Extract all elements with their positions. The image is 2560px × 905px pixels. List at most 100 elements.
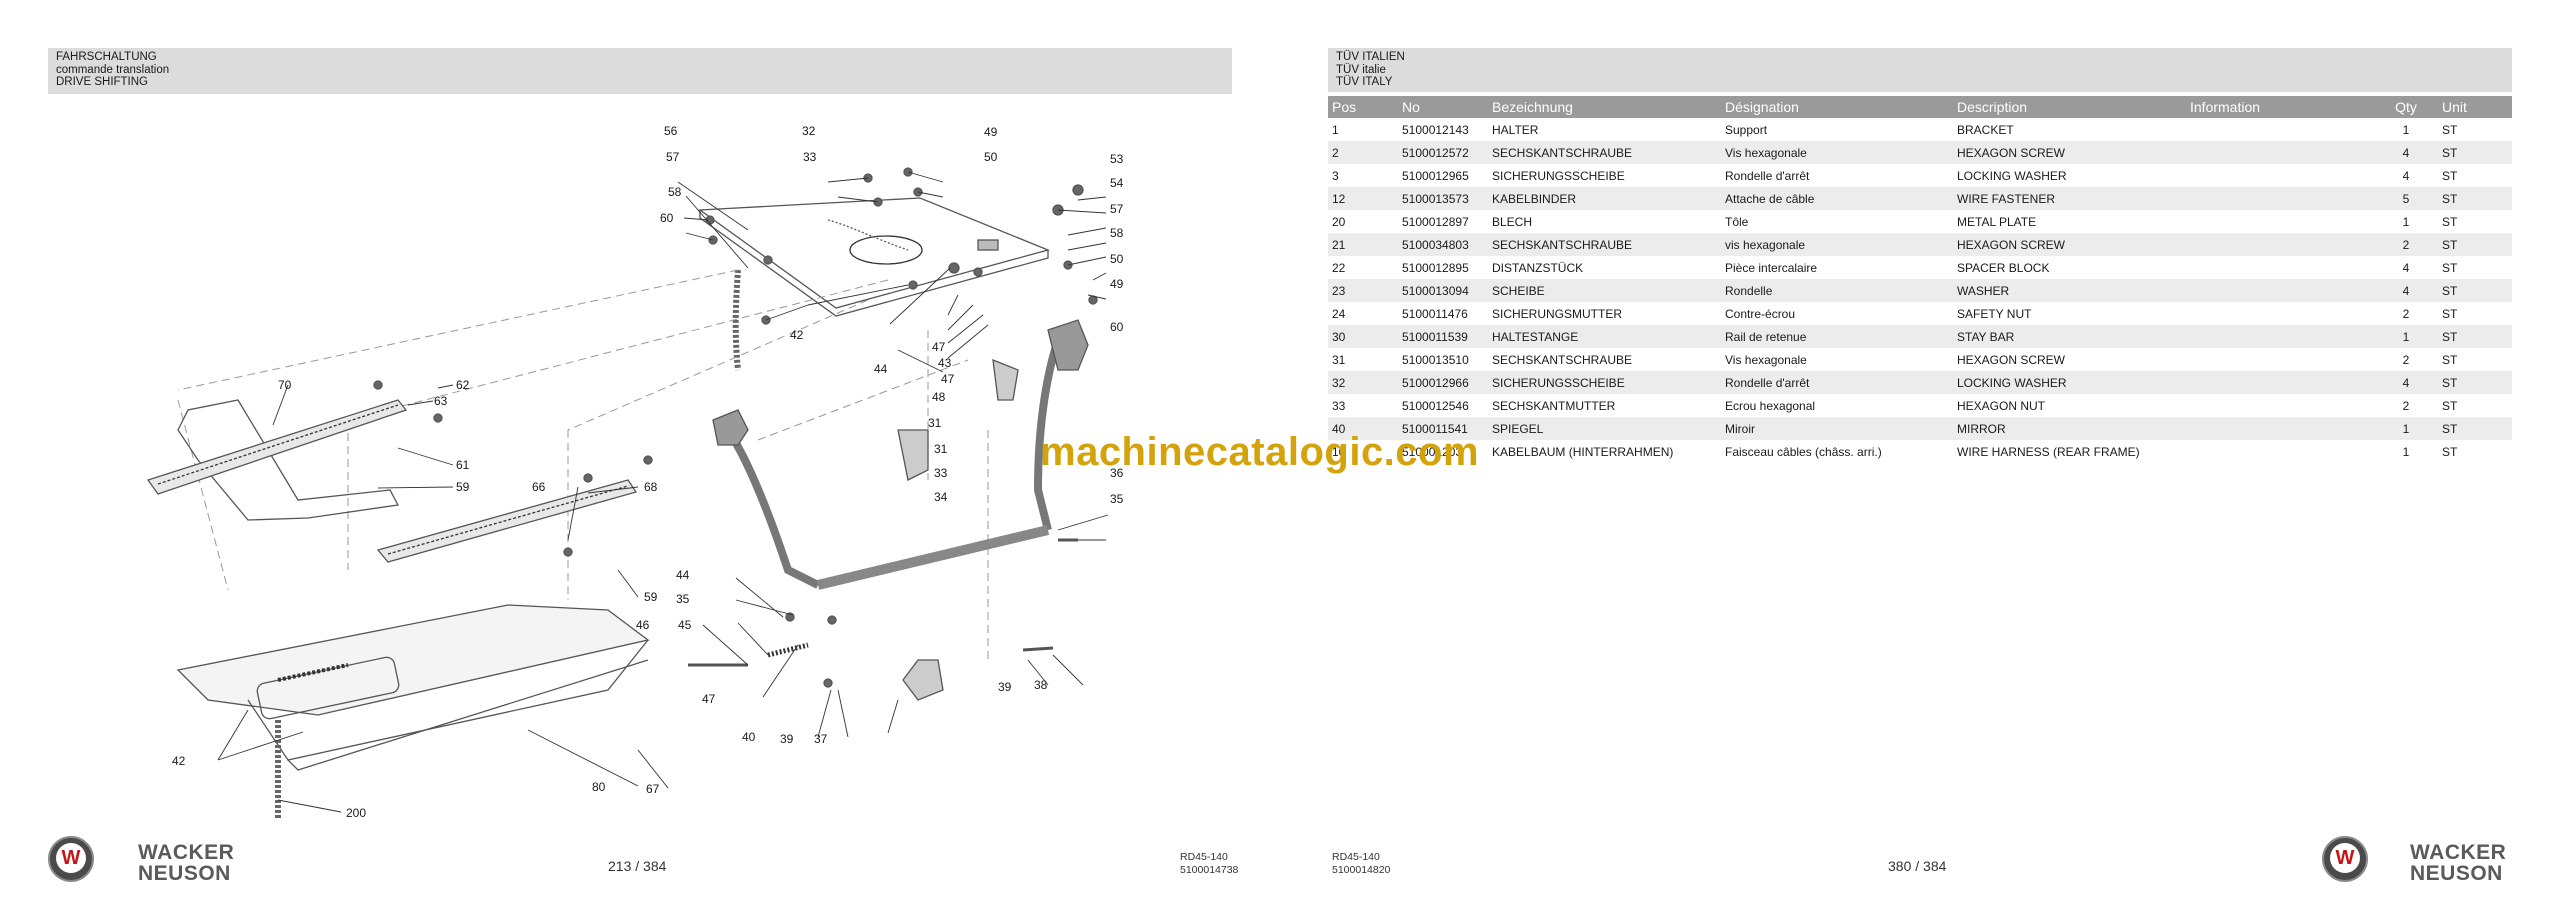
cell-name-fr: Rondelle bbox=[1721, 279, 1953, 302]
callout: 200 bbox=[346, 806, 367, 820]
section-title-bar: FAHRSCHALTUNG commande translation DRIVE… bbox=[48, 48, 1232, 94]
cell-name-fr: Miroir bbox=[1721, 417, 1953, 440]
callout: 47 bbox=[941, 372, 955, 386]
cell-name-en: WASHER bbox=[1953, 279, 2186, 302]
callout: 39 bbox=[780, 732, 794, 746]
cell-name-de: KABELBINDER bbox=[1488, 187, 1721, 210]
callout: 62 bbox=[456, 378, 470, 392]
cell-name-fr: Faisceau câbles (châss. arri.) bbox=[1725, 444, 1882, 459]
cell-part-number: 5100013573 bbox=[1398, 187, 1488, 210]
cell-name-en: STAY BAR bbox=[1953, 325, 2186, 348]
slide-rail-lower bbox=[376, 479, 638, 563]
callout: 33 bbox=[803, 150, 817, 164]
cell-information bbox=[2186, 394, 2374, 417]
table-header-row: Pos No Bezeichnung Désignation Descripti… bbox=[1328, 96, 2512, 118]
callout: 39 bbox=[998, 680, 1012, 694]
cell-name-de: KABELBAUM (HINTERRAHMEN) bbox=[1492, 444, 1674, 459]
document-reference: RD45-140 5100014738 bbox=[1180, 851, 1238, 876]
page-number: 213 / 384 bbox=[608, 858, 667, 874]
cell-part-number: 5100011539 bbox=[1398, 325, 1488, 348]
stay-frame bbox=[177, 399, 400, 521]
bracket-31 bbox=[897, 429, 929, 481]
callout: 80 bbox=[592, 780, 606, 794]
cell-name-en: METAL PLATE bbox=[1957, 214, 2037, 229]
bracket-37 bbox=[902, 659, 944, 701]
col-qty: Qty bbox=[2374, 96, 2438, 118]
cell-pos: 2 bbox=[1328, 141, 1398, 164]
cell-name-en: HEXAGON SCREW bbox=[1957, 352, 2066, 367]
callout: 57 bbox=[1110, 202, 1124, 216]
cell-unit: ST bbox=[2442, 398, 2458, 413]
callout: 49 bbox=[984, 125, 998, 139]
cell-name-en: SAFETY NUT bbox=[1957, 306, 2032, 321]
callout: 67 bbox=[646, 782, 660, 796]
cell-name-en: LOCKING WASHER bbox=[1953, 371, 2186, 394]
cell-name-de: SICHERUNGSMUTTER bbox=[1492, 306, 1623, 321]
callout-labels: 56 57 58 60 32 33 49 50 53 54 57 58 50 4… bbox=[48, 100, 1232, 820]
cell-information bbox=[2186, 371, 2374, 394]
cell-name-de: SCHEIBE bbox=[1488, 279, 1721, 302]
cell-name-fr: Support bbox=[1725, 122, 1768, 137]
cell-part-number: 5100034803 bbox=[1398, 233, 1488, 256]
model-code: RD45-140 bbox=[1180, 851, 1228, 863]
cell-unit: ST bbox=[2438, 187, 2512, 210]
cell-unit: ST bbox=[2438, 417, 2512, 440]
cell-information bbox=[2186, 141, 2374, 164]
cell-qty: 4 bbox=[2374, 279, 2438, 302]
callout: 56 bbox=[664, 124, 678, 138]
brand-name-line1: WACKER bbox=[138, 841, 235, 864]
cell-part-number: 5100012572 bbox=[1398, 141, 1488, 164]
cell-pos: 31 bbox=[1332, 352, 1346, 367]
cell-part-number: 5100012965 bbox=[1402, 168, 1469, 183]
callout: 70 bbox=[278, 378, 292, 392]
cell-qty: 2 bbox=[2374, 233, 2438, 256]
cell-pos: 20 bbox=[1332, 214, 1346, 229]
callout: 35 bbox=[1110, 492, 1124, 506]
col-information: Information bbox=[2186, 96, 2374, 118]
cell-information bbox=[2186, 210, 2374, 233]
callout: 37 bbox=[814, 732, 828, 746]
cell-name-de: SECHSKANTSCHRAUBE bbox=[1488, 233, 1721, 256]
callout: 50 bbox=[984, 150, 998, 164]
cell-information bbox=[2186, 118, 2374, 141]
document-reference: RD45-140 5100014820 bbox=[1332, 851, 1390, 876]
callout: 59 bbox=[456, 480, 470, 494]
callout: 59 bbox=[644, 590, 658, 604]
col-description: Description bbox=[1953, 96, 2186, 118]
callout: 50 bbox=[1110, 252, 1124, 266]
title-fr: commande translation bbox=[56, 63, 170, 76]
cell-qty: 1 bbox=[2374, 417, 2438, 440]
cable-harness-top bbox=[732, 269, 741, 371]
cell-part-number: 5100012897 bbox=[1402, 214, 1469, 229]
cell-qty: 2 bbox=[2402, 352, 2410, 367]
title-de: FAHRSCHALTUNG bbox=[56, 51, 157, 63]
callout: 32 bbox=[802, 124, 816, 138]
callout: 60 bbox=[660, 211, 674, 225]
cell-name-de: SICHERUNGSSCHEIBE bbox=[1488, 371, 1721, 394]
page-number: 380 / 384 bbox=[1888, 858, 1947, 874]
callout: 44 bbox=[874, 362, 888, 376]
cell-name-de: SPIEGEL bbox=[1488, 417, 1721, 440]
exploded-parts-diagram bbox=[146, 167, 1109, 820]
cell-information bbox=[2186, 417, 2374, 440]
cell-part-number: 5100012895 bbox=[1402, 260, 1469, 275]
callout: 66 bbox=[532, 480, 546, 494]
callout: 63 bbox=[434, 394, 448, 408]
cell-unit: ST bbox=[2442, 306, 2458, 321]
cell-pos: 32 bbox=[1328, 371, 1398, 394]
cell-unit: ST bbox=[2442, 444, 2458, 459]
cell-information bbox=[2186, 233, 2374, 256]
callout: 43 bbox=[938, 356, 952, 370]
bracket-47 bbox=[992, 358, 1019, 401]
callout: 31 bbox=[928, 416, 942, 430]
cell-qty: 2 bbox=[2402, 398, 2410, 413]
callout: 48 bbox=[932, 390, 946, 404]
brand-logo: W WACKER NEUSON bbox=[48, 836, 268, 890]
callout: 53 bbox=[1110, 152, 1124, 166]
col-bezeichnung: Bezeichnung bbox=[1488, 96, 1721, 118]
cell-pos: 30 bbox=[1328, 325, 1398, 348]
